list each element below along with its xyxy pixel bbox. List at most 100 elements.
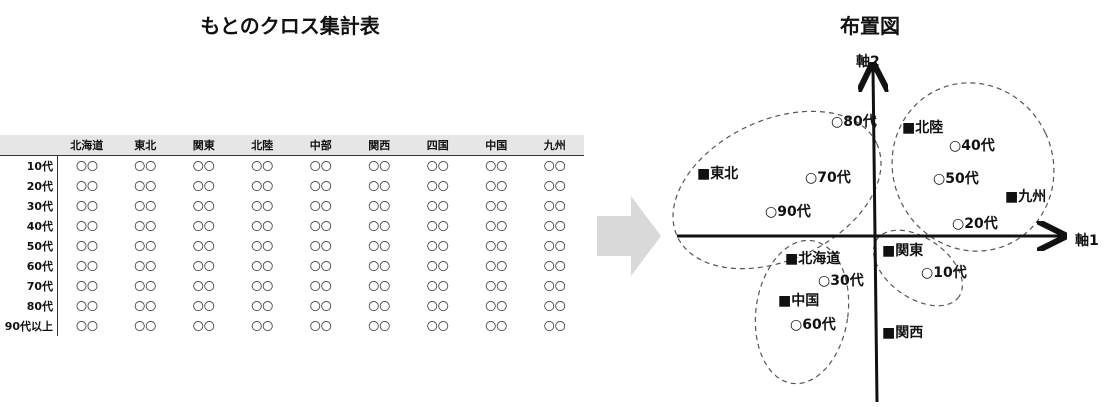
table-cell: 〇〇 bbox=[309, 260, 332, 273]
table-cell: 〇〇 bbox=[368, 200, 391, 213]
table-cell: 〇〇 bbox=[251, 180, 274, 193]
table-cell: 〇〇 bbox=[309, 300, 332, 313]
row-header: 90代以上 bbox=[0, 316, 58, 336]
age-label-50s: ○50代 bbox=[933, 170, 979, 187]
table-cell: 〇〇 bbox=[192, 260, 215, 273]
table-row: 60代〇〇〇〇〇〇〇〇〇〇〇〇〇〇〇〇〇〇 bbox=[0, 256, 584, 276]
table-cell: 〇〇 bbox=[309, 240, 332, 253]
table-cell: 〇〇 bbox=[426, 200, 449, 213]
correspondence-plot: 軸1 軸2 ■東北 ■北陸 ■九州 ■関東 ■北海道 ■中国 ■関西 ○80代 … bbox=[672, 53, 1099, 403]
row-header: 20代 bbox=[0, 176, 58, 196]
table-cell: 〇〇 bbox=[485, 220, 508, 233]
column-header: 四国 bbox=[408, 135, 467, 156]
age-label-10s: ○10代 bbox=[921, 264, 967, 281]
table-cell: 〇〇 bbox=[368, 280, 391, 293]
table-cell: 〇〇 bbox=[368, 240, 391, 253]
table-cell: 〇〇 bbox=[426, 240, 449, 253]
table-cell: 〇〇 bbox=[426, 180, 449, 193]
table-cell: 〇〇 bbox=[426, 160, 449, 173]
table-cell: 〇〇 bbox=[485, 300, 508, 313]
table-cell: 〇〇 bbox=[192, 220, 215, 233]
axis-2-label: 軸2 bbox=[856, 53, 880, 70]
table-cell: 〇〇 bbox=[192, 200, 215, 213]
column-header: 北陸 bbox=[233, 135, 292, 156]
age-label-20s: ○20代 bbox=[952, 215, 998, 232]
table-cell: 〇〇 bbox=[76, 260, 98, 273]
table-cell: 〇〇 bbox=[543, 220, 566, 233]
table-cell: 〇〇 bbox=[426, 220, 449, 233]
cluster-upper-right bbox=[891, 82, 1055, 252]
table-cell: 〇〇 bbox=[368, 320, 391, 333]
table-cell: 〇〇 bbox=[251, 160, 274, 173]
table-cell: 〇〇 bbox=[309, 320, 332, 333]
table-cell: 〇〇 bbox=[485, 160, 508, 173]
table-cell: 〇〇 bbox=[251, 200, 274, 213]
table-cell: 〇〇 bbox=[76, 160, 98, 173]
table-cell: 〇〇 bbox=[76, 280, 98, 293]
crosstab-title: もとのクロス集計表 bbox=[200, 14, 380, 38]
table-corner-cell bbox=[0, 135, 58, 156]
table-cell: 〇〇 bbox=[192, 300, 215, 313]
table-cell: 〇〇 bbox=[192, 240, 215, 253]
axis-2 bbox=[873, 68, 877, 403]
table-cell: 〇〇 bbox=[134, 320, 157, 333]
table-cell: 〇〇 bbox=[192, 280, 215, 293]
row-header: 60代 bbox=[0, 256, 58, 276]
table-cell: 〇〇 bbox=[485, 240, 508, 253]
age-label-40s: ○40代 bbox=[949, 137, 995, 154]
table-cell: 〇〇 bbox=[251, 300, 274, 313]
table-cell: 〇〇 bbox=[76, 180, 98, 193]
table-cell: 〇〇 bbox=[426, 320, 449, 333]
table-row: 50代〇〇〇〇〇〇〇〇〇〇〇〇〇〇〇〇〇〇 bbox=[0, 236, 584, 256]
table-cell: 〇〇 bbox=[368, 220, 391, 233]
table-cell: 〇〇 bbox=[134, 280, 157, 293]
table-cell: 〇〇 bbox=[543, 200, 566, 213]
table-cell: 〇〇 bbox=[309, 180, 332, 193]
column-header: 東北 bbox=[116, 135, 175, 156]
column-header: 関西 bbox=[350, 135, 409, 156]
table-cell: 〇〇 bbox=[543, 280, 566, 293]
age-label-60s: ○60代 bbox=[790, 316, 836, 333]
table-cell: 〇〇 bbox=[192, 160, 215, 173]
row-header: 40代 bbox=[0, 216, 58, 236]
table-cell: 〇〇 bbox=[485, 320, 508, 333]
table-cell: 〇〇 bbox=[76, 240, 98, 253]
region-label-kyushu: ■九州 bbox=[1005, 189, 1046, 205]
table-cell: 〇〇 bbox=[543, 300, 566, 313]
table-cell: 〇〇 bbox=[192, 180, 215, 193]
table-row: 80代〇〇〇〇〇〇〇〇〇〇〇〇〇〇〇〇〇〇 bbox=[0, 296, 584, 316]
table-cell: 〇〇 bbox=[192, 320, 215, 333]
column-header: 北海道 bbox=[57, 135, 116, 156]
column-header: 中国 bbox=[467, 135, 526, 156]
region-label-kanto: ■関東 bbox=[882, 242, 923, 259]
table-cell: 〇〇 bbox=[251, 320, 274, 333]
table-cell: 〇〇 bbox=[543, 160, 566, 173]
column-header: 中部 bbox=[291, 135, 350, 156]
table-row: 30代〇〇〇〇〇〇〇〇〇〇〇〇〇〇〇〇〇〇 bbox=[0, 196, 584, 216]
table-cell: 〇〇 bbox=[368, 260, 391, 273]
row-header: 80代 bbox=[0, 296, 58, 316]
table-cell: 〇〇 bbox=[134, 240, 157, 253]
table-cell: 〇〇 bbox=[76, 320, 98, 333]
table-cell: 〇〇 bbox=[485, 200, 508, 213]
row-header: 30代 bbox=[0, 196, 58, 216]
table-cell: 〇〇 bbox=[543, 320, 566, 333]
table-cell: 〇〇 bbox=[426, 260, 449, 273]
table-cell: 〇〇 bbox=[76, 220, 98, 233]
age-label-90s: ○90代 bbox=[765, 203, 811, 220]
transform-arrow-icon bbox=[597, 196, 661, 276]
table-cell: 〇〇 bbox=[368, 180, 391, 193]
age-label-70s: ○70代 bbox=[805, 169, 851, 186]
table-cell: 〇〇 bbox=[309, 200, 332, 213]
row-header: 70代 bbox=[0, 276, 58, 296]
table-cell: 〇〇 bbox=[485, 180, 508, 193]
table-row: 70代〇〇〇〇〇〇〇〇〇〇〇〇〇〇〇〇〇〇 bbox=[0, 276, 584, 296]
row-header: 50代 bbox=[0, 236, 58, 256]
table-cell: 〇〇 bbox=[251, 280, 274, 293]
table-cell: 〇〇 bbox=[426, 280, 449, 293]
table-row: 20代〇〇〇〇〇〇〇〇〇〇〇〇〇〇〇〇〇〇 bbox=[0, 176, 584, 196]
table-cell: 〇〇 bbox=[309, 160, 332, 173]
crosstab-table: 北海道 東北 関東 北陸 中部 関西 四国 中国 九州 10代〇〇〇〇〇〇〇〇〇… bbox=[0, 135, 584, 336]
age-label-80s: ○80代 bbox=[831, 113, 877, 130]
table-cell: 〇〇 bbox=[76, 200, 98, 213]
